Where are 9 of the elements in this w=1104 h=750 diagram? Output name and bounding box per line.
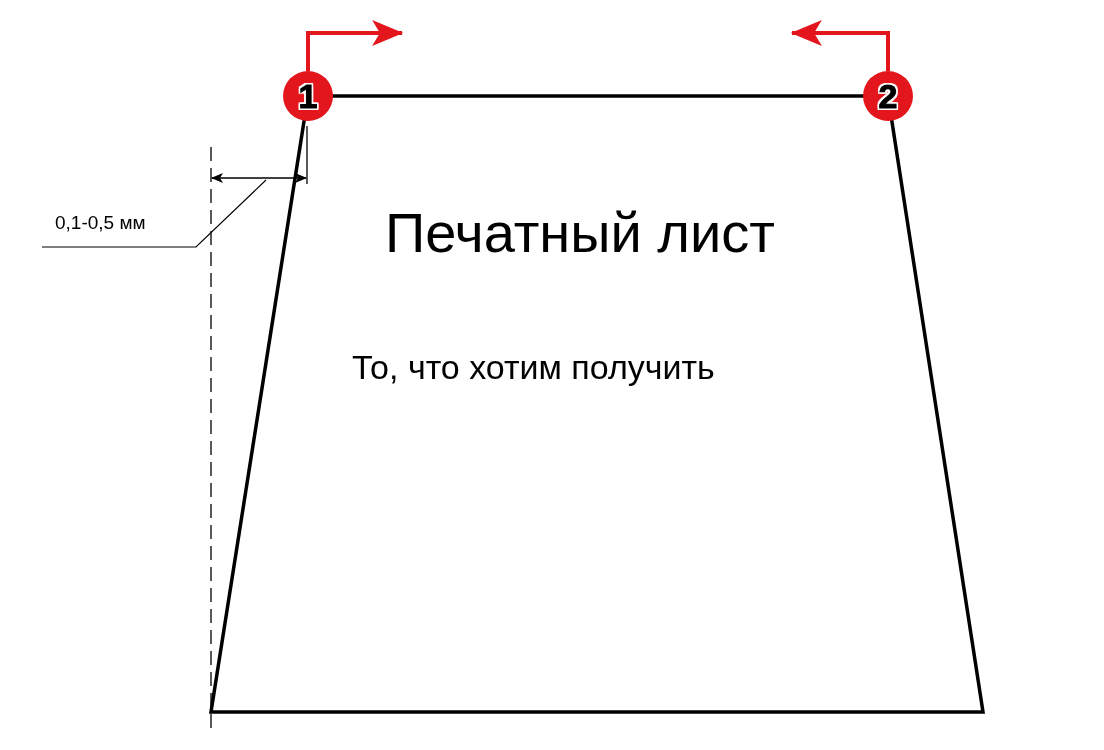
number-badge xyxy=(863,71,913,121)
arrow xyxy=(306,20,404,71)
callout-number: 2 xyxy=(878,79,898,113)
dimension-label: 0,1-0,5 мм xyxy=(55,212,146,234)
sheet-subtitle: То, что хотим получить xyxy=(352,348,715,387)
callout-number: 1 xyxy=(298,79,318,113)
sheet-title: Печатный лист xyxy=(385,200,775,265)
arrow xyxy=(790,20,890,71)
number-badge xyxy=(283,71,333,121)
